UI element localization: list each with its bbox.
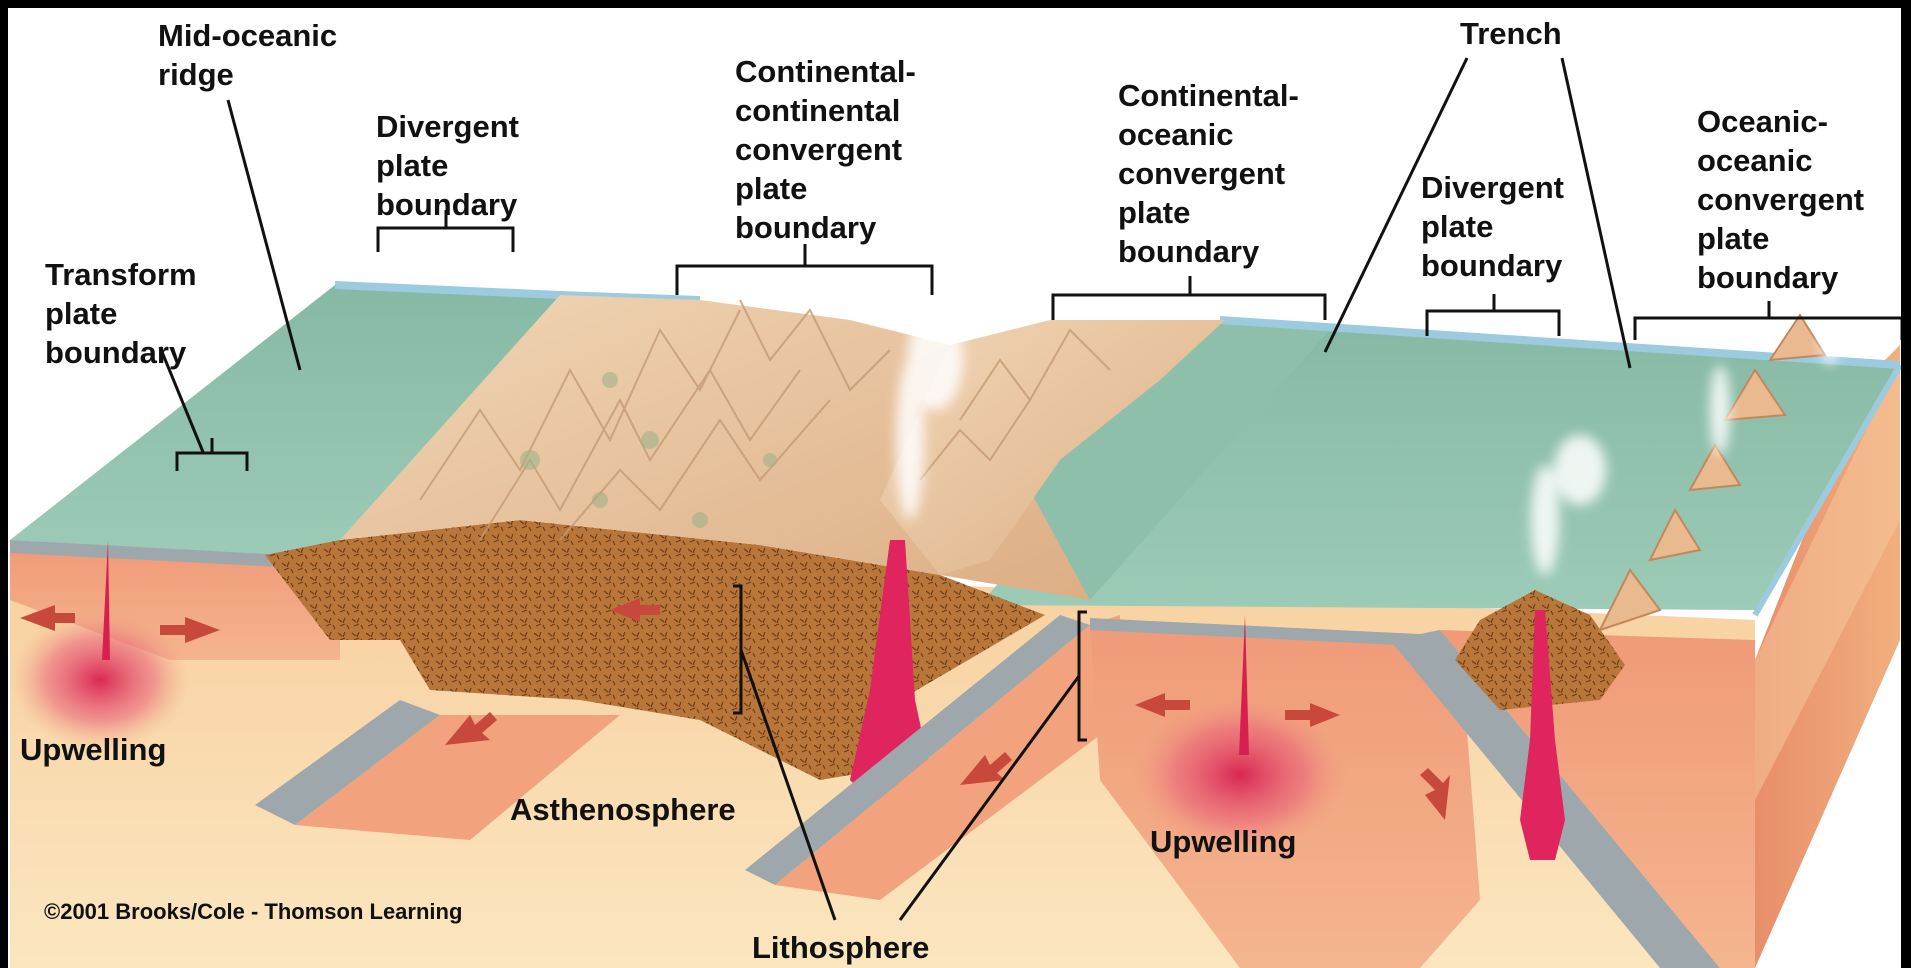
label-asthenosphere: Asthenosphere [510,790,736,829]
label-divergent-right: Divergent plate boundary [1421,168,1564,285]
label-trench: Trench [1460,14,1562,53]
label-transform: Transform plate boundary [45,255,197,372]
frame-right-edge [1901,0,1911,968]
label-divergent-left: Divergent plate boundary [376,107,519,224]
label-upwelling-left: Upwelling [20,730,166,769]
label-continental-oceanic: Continental- oceanic convergent plate bo… [1118,76,1299,271]
copyright-notice: ©2001 Brooks/Cole - Thomson Learning [44,899,462,925]
frame-left-edge [0,0,8,968]
label-lithosphere: Lithosphere [752,928,929,967]
label-continental-continental: Continental- continental convergent plat… [735,52,916,247]
label-mid-oceanic-ridge: Mid-oceanic ridge [158,16,337,94]
label-oceanic-oceanic: Oceanic- oceanic convergent plate bounda… [1697,102,1864,297]
label-upwelling-right: Upwelling [1150,822,1296,861]
frame-top-edge [0,0,1911,8]
